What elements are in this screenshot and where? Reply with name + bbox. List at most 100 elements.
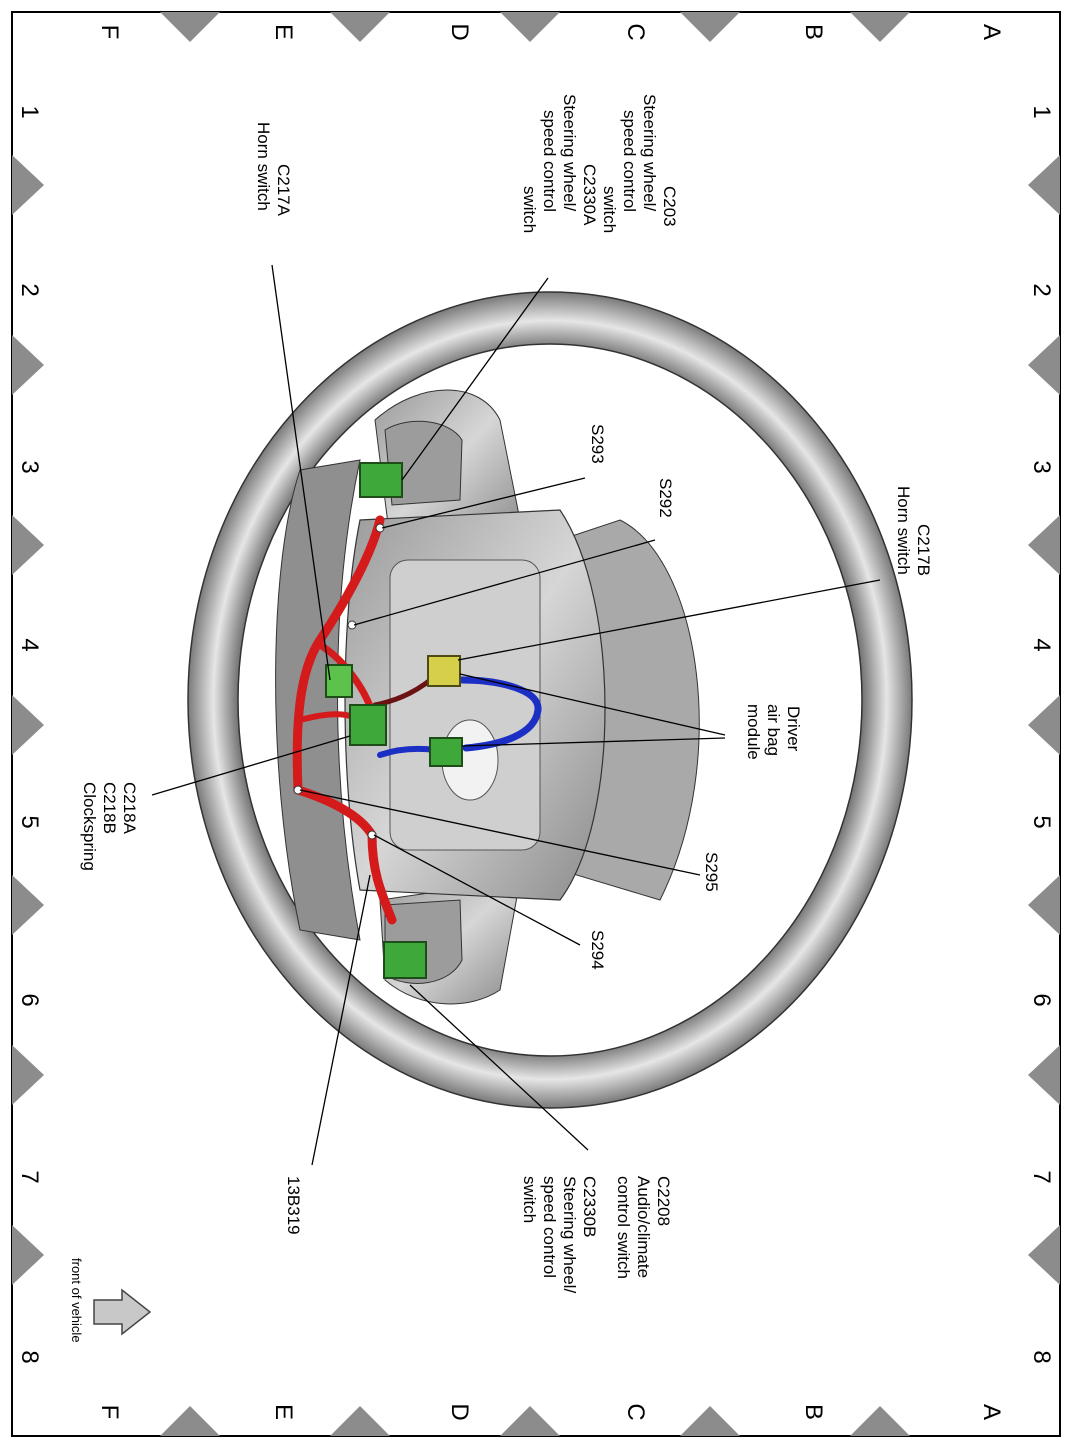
callout-s292-line-1: S292 (656, 478, 675, 518)
callout-c2330b-line-4: switch (520, 1176, 539, 1223)
callout-c203-line-4: switch (600, 186, 619, 233)
grid-marker-top-2 (330, 12, 390, 42)
grid-number-left-8: 8 (16, 1350, 43, 1363)
grid-markers (12, 12, 1060, 1436)
grid-marker-top-4 (680, 12, 740, 42)
callout-c2330a-line-1: C2330A (580, 164, 599, 226)
hub-backplate (389, 559, 541, 851)
callout-c2330a-line-3: speed control (540, 110, 559, 212)
connector-airbag (429, 737, 463, 767)
leader-s294 (373, 834, 581, 946)
callout-c203: C203 Steering wheel/ speed control switc… (600, 94, 679, 233)
leader-c217a (271, 264, 331, 681)
grid-letters-top: A B C D E F (96, 23, 1005, 40)
callout-c2330a: C2330A Steering wheel/ speed control swi… (520, 94, 599, 233)
callout-c217b-line-1: C217B (914, 524, 933, 576)
grid-number-left-5: 5 (16, 815, 43, 828)
grid-number-right-2: 2 (1028, 283, 1055, 296)
callout-driver-airbag-line-1: Driver (784, 706, 803, 752)
grid-marker-bottom-1 (160, 1406, 220, 1436)
grid-marker-left-5 (12, 875, 44, 935)
grid-marker-right-3 (1028, 515, 1060, 575)
leader-s295 (299, 789, 701, 876)
grid-marker-left-3 (12, 515, 44, 575)
callout-c217b-line-2: Horn switch (894, 486, 913, 575)
grid-number-right-3: 3 (1028, 460, 1055, 473)
grid-number-right-1: 1 (1028, 105, 1055, 118)
grid-letter-top-B: B (800, 24, 827, 40)
leader-s293 (381, 477, 586, 529)
grid-numbers-left: 1 2 3 4 5 6 7 8 (16, 105, 43, 1363)
callout-c217a: C217A Horn switch (254, 122, 293, 217)
connector-c203 (359, 462, 403, 498)
callout-c2330a-line-4: switch (520, 186, 539, 233)
grid-marker-left-6 (12, 1045, 44, 1105)
grid-number-left-1: 1 (16, 105, 43, 118)
grid-letter-top-D: D (446, 23, 473, 40)
leader-c203 (401, 277, 549, 481)
callout-s294-line-1: S294 (588, 930, 607, 970)
callout-c203-line-1: C203 (660, 186, 679, 227)
callout-s292: S292 (656, 478, 675, 518)
callout-c2208: C2208 Audio/climate control switch (614, 1176, 673, 1279)
grid-marker-right-6 (1028, 1045, 1060, 1105)
grid-letter-bottom-F: F (96, 1405, 123, 1420)
grid-letter-bottom-E: E (270, 1404, 297, 1420)
grid-marker-bottom-4 (680, 1406, 740, 1436)
grid-marker-right-2 (1028, 335, 1060, 395)
connector-c2208 (383, 941, 427, 979)
grid-marker-right-7 (1028, 1225, 1060, 1285)
callout-c218-line-2: C218B (100, 782, 119, 834)
callout-c2330b-line-3: speed control (540, 1176, 559, 1278)
grid-letter-bottom-A: A (978, 1404, 1005, 1420)
red-wire-main (292, 515, 397, 925)
callout-c217b: C217B Horn switch (894, 486, 933, 576)
connectors (293, 462, 463, 979)
grid-letter-bottom-C: C (622, 1403, 649, 1420)
leader-airbag-2 (461, 737, 726, 747)
callout-s295: S295 (702, 852, 721, 892)
leader-c217b (457, 579, 881, 661)
grid-letter-bottom-D: D (446, 1403, 473, 1420)
leader-c218 (151, 735, 351, 796)
grid-letter-top-F: F (96, 25, 123, 40)
callout-c2330b-line-2: Steering wheel/ (560, 1176, 579, 1293)
callout-c217a-line-2: Horn switch (254, 122, 273, 211)
grid-marker-right-1 (1028, 155, 1060, 215)
grid-letter-top-C: C (622, 23, 649, 40)
wheel-lower-shroud (275, 459, 361, 941)
connector-c217a (325, 664, 353, 698)
speed-control-switch-pad (384, 420, 463, 506)
grid-numbers-right: 1 2 3 4 5 6 7 8 (1028, 105, 1055, 1363)
grid-marker-top-3 (500, 12, 560, 42)
grid-marker-right-4 (1028, 695, 1060, 755)
leader-c2208 (409, 984, 589, 1151)
grid-marker-bottom-5 (850, 1406, 910, 1436)
callout-c217a-line-1: C217A (274, 164, 293, 217)
grid-marker-bottom-3 (500, 1406, 560, 1436)
grid-number-right-8: 8 (1028, 1350, 1055, 1363)
grid-marker-right-5 (1028, 875, 1060, 935)
grid-marker-bottom-2 (330, 1406, 390, 1436)
connector-c218 (349, 704, 387, 746)
front-of-vehicle-indicator: front of vehicle (69, 1258, 152, 1343)
leader-lines (151, 264, 881, 1166)
leader-s292 (353, 539, 656, 626)
callout-13b319: 13B319 (284, 1176, 303, 1235)
leader-airbag-1 (459, 673, 726, 736)
grid-letters-bottom: A B C D E F (96, 1403, 1005, 1420)
grid-marker-left-4 (12, 695, 44, 755)
callout-s294: S294 (588, 930, 607, 970)
grid-marker-left-7 (12, 1225, 44, 1285)
grid-number-left-7: 7 (16, 1170, 43, 1183)
callout-driver-airbag-line-2: air bag (764, 704, 783, 756)
front-arrow-icon (93, 1288, 152, 1336)
callout-c2330b-line-1: C2330B (580, 1176, 599, 1237)
callout-s293-line-1: S293 (588, 424, 607, 464)
front-of-vehicle-label: front of vehicle (69, 1258, 84, 1343)
grid-marker-top-1 (160, 12, 220, 42)
grid-number-left-2: 2 (16, 283, 43, 296)
grid-number-right-4: 4 (1028, 638, 1055, 651)
grid-marker-left-2 (12, 335, 44, 395)
